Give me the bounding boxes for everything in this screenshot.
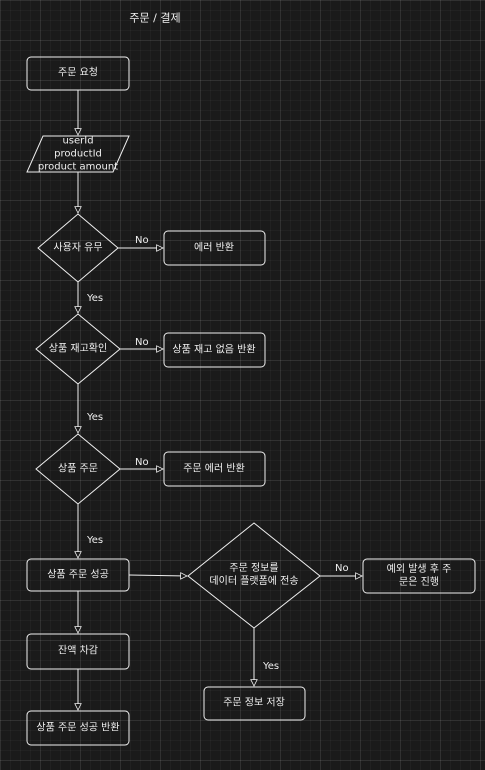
edge-label-yes-2: Yes <box>87 412 104 423</box>
edge-label-no-4: No <box>335 563 349 574</box>
success-return-label: 상품 주문 성공 반환 <box>36 722 120 734</box>
user-exists-label: 사용자 유무 <box>53 242 103 254</box>
edge-success-to-send <box>128 575 187 576</box>
input-label: userId productId product amount <box>37 135 119 173</box>
exception-continue-box[interactable] <box>362 558 476 594</box>
save-order-label: 주문 정보 저장 <box>223 697 285 709</box>
edge-label-no-3: No <box>135 457 149 468</box>
deduct-balance-label: 잔액 차감 <box>58 645 98 657</box>
edge-label-yes-4: Yes <box>263 661 280 672</box>
order-request-label: 주문 요청 <box>58 67 98 79</box>
edge-label-yes-1: Yes <box>87 293 104 304</box>
order-error-return-label: 주문 에러 반환 <box>183 463 245 475</box>
product-order-label: 상품 주문 <box>58 463 98 475</box>
exception-continue-label: 예외 발생 후 주문은 진행 <box>386 564 452 588</box>
save-order-box[interactable] <box>203 686 306 721</box>
diagram-title: 주문 / 결제 <box>129 11 181 25</box>
order-error-return-box[interactable] <box>163 451 266 487</box>
edge-label-no-2: No <box>135 337 149 348</box>
edge-label-yes-3: Yes <box>87 535 104 546</box>
edge-label-no-1: No <box>135 235 149 246</box>
no-stock-return-box[interactable] <box>163 332 266 368</box>
no-stock-return-label: 상품 재고 없음 반환 <box>172 344 256 356</box>
input-parallelogram[interactable] <box>26 135 130 173</box>
send-data-label: 주문 정보를 데이터 플랫폼에 전송 <box>209 563 299 587</box>
order-success-label: 상품 주문 성공 <box>47 569 109 581</box>
stock-check-label: 상품 재고확인 <box>48 343 108 355</box>
success-return-box[interactable] <box>26 710 130 746</box>
error-return-box[interactable] <box>163 230 266 266</box>
error-return-label: 에러 반환 <box>194 242 234 254</box>
